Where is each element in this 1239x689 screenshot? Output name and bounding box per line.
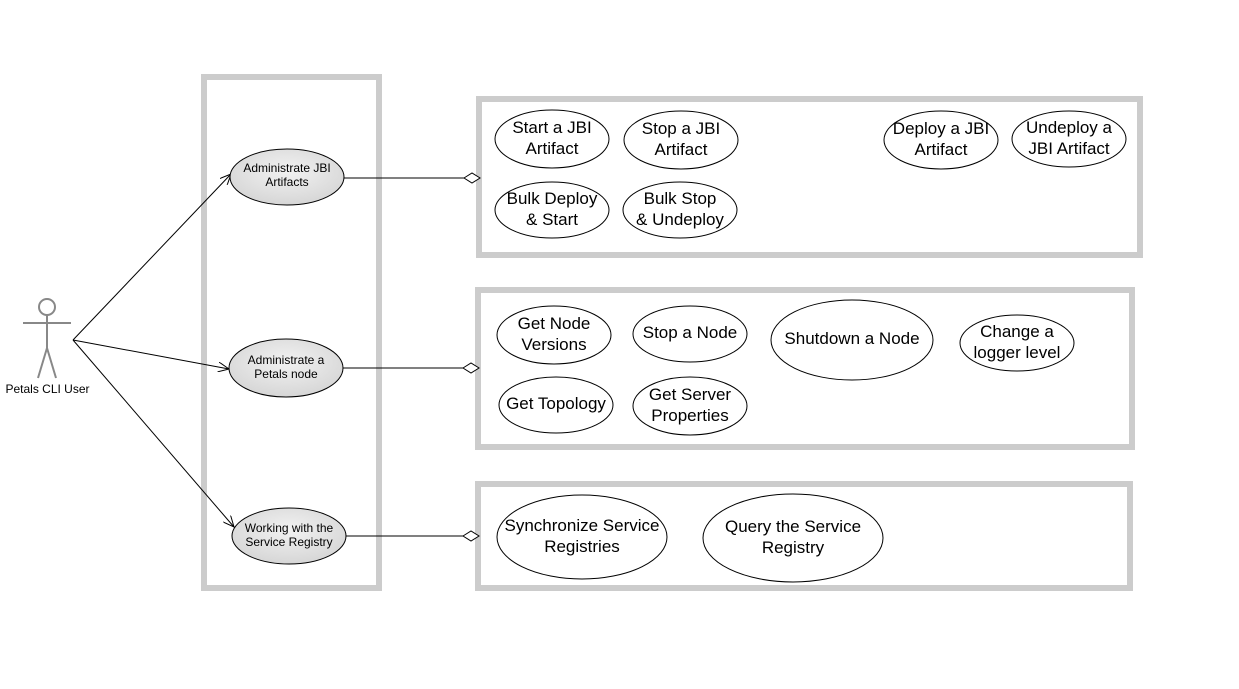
label-line: Bulk Deploy	[506, 189, 598, 208]
use-case-label: Get Topology	[498, 394, 614, 415]
label-line: Get Node	[517, 314, 591, 333]
use-case-label: Shutdown a Node	[771, 329, 933, 350]
use-case-label: Administrate JBI Artifacts	[230, 161, 344, 190]
label-line: & Start	[526, 209, 578, 229]
association-arrow-jbi	[72, 174, 231, 341]
use-case-label: Synchronize Service Registries	[497, 516, 667, 557]
label-line: Get Server	[648, 385, 732, 404]
use-case-shutdown-node	[770, 299, 934, 381]
label-line: Administrate JBI	[243, 161, 331, 175]
use-case-label: Working with the Service Registry	[232, 521, 346, 550]
label-line: Artifact	[914, 139, 968, 159]
label-line: Versions	[521, 334, 587, 354]
use-case-stop-node	[632, 305, 748, 363]
use-case-label: Stop a JBI Artifact	[623, 119, 739, 160]
use-case-label: Administrate a Petals node	[229, 353, 343, 382]
label-line: Artifacts	[265, 175, 309, 190]
use-case-bulk-deploy-start	[494, 181, 610, 239]
label-line: Service Registry	[245, 535, 333, 550]
label-line: Deploy a JBI	[892, 119, 990, 138]
label-line: Start a JBI	[512, 118, 592, 137]
use-case-label: Deploy a JBI Artifact	[883, 119, 999, 160]
actor-label: Petals CLI User	[5, 382, 90, 396]
use-case-get-node-versions	[496, 305, 612, 365]
use-case-label: Stop a Node	[632, 323, 748, 344]
system-boundary	[201, 74, 382, 591]
label-line: Synchronize Service	[504, 516, 660, 535]
use-case-label: Get Server Properties	[632, 385, 748, 426]
use-case-administrate-jbi-artifacts	[229, 148, 345, 206]
label-line: Registries	[544, 536, 620, 556]
use-case-query-service-registry	[702, 493, 884, 583]
aggregation-diamond-icon	[463, 172, 481, 184]
use-case-stop-jbi-artifact	[623, 110, 739, 170]
use-case-label: Bulk Stop & Undeploy	[622, 189, 738, 230]
label-line: logger level	[973, 342, 1061, 362]
label-line: Stop a Node	[642, 323, 738, 342]
label-line: & Undeploy	[636, 209, 724, 229]
label-line: Artifact	[525, 138, 579, 158]
association-arrow-node	[72, 339, 229, 369]
label-line: Petals node	[254, 367, 318, 382]
label-line: Change a	[980, 322, 1054, 341]
association-arrow-registry	[72, 339, 234, 527]
label-line: Shutdown a Node	[784, 329, 920, 348]
use-case-label: Get Node Versions	[496, 314, 612, 355]
label-line: Artifact	[654, 139, 708, 159]
use-case-start-jbi-artifact	[494, 109, 610, 169]
use-case-label: Bulk Deploy & Start	[494, 189, 610, 230]
use-case-deploy-jbi-artifact	[883, 110, 999, 170]
stick-figure-actor-icon	[23, 298, 71, 379]
use-case-label: Undeploy a JBI Artifact	[1011, 118, 1127, 159]
use-case-label: Start a JBI Artifact	[494, 118, 610, 159]
use-case-bulk-stop-undeploy	[622, 181, 738, 239]
label-line: Working with the	[244, 521, 334, 535]
label-line: Properties	[651, 405, 729, 425]
use-case-get-server-properties	[632, 376, 748, 436]
aggregation-diamond-icon	[462, 362, 480, 374]
use-case-get-topology	[498, 376, 614, 434]
label-line: Undeploy a	[1025, 118, 1112, 137]
use-case-undeploy-jbi-artifact	[1011, 110, 1127, 168]
use-case-synchronize-service-registries	[496, 494, 668, 580]
use-case-label: Change a logger level	[959, 322, 1075, 363]
label-line: Registry	[761, 537, 825, 557]
aggregation-diamond-icon	[462, 530, 480, 542]
label-line: Get Topology	[506, 394, 606, 413]
use-case-label: Query the Service Registry	[703, 517, 883, 558]
label-line: Administrate a	[247, 353, 325, 367]
use-case-change-logger-level	[959, 314, 1075, 372]
label-line: Bulk Stop	[643, 189, 717, 208]
label-line: Query the Service	[724, 517, 862, 536]
label-line: Stop a JBI	[641, 119, 721, 138]
label-line: JBI Artifact	[1028, 138, 1110, 158]
